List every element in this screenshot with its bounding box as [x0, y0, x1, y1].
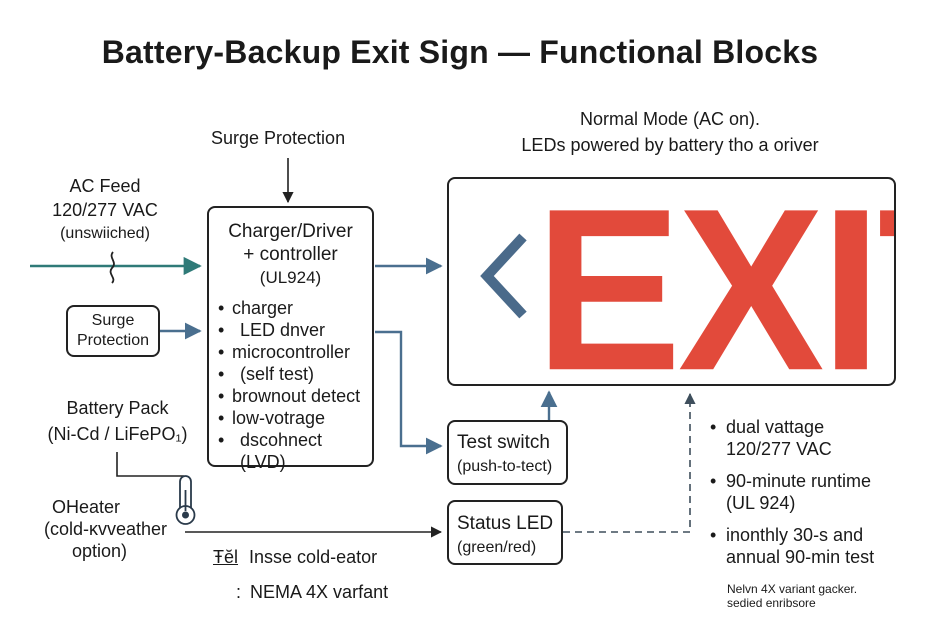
footnote: Nelvn 4X variant gacker. sedied enribsor…: [727, 582, 857, 610]
controller-feature-list: charger LED dnver microcontroller (self …: [218, 297, 372, 473]
insse-symbol: Ŧĕl: [213, 547, 239, 567]
test-switch-line-1: Test switch: [457, 432, 550, 453]
battery-line-2: (Ni-Cd / LiFePO₁): [47, 424, 188, 444]
ac-feed-line-1: AC Feed: [69, 176, 141, 196]
controller-feature: LED dnver: [218, 319, 372, 341]
ac-feed-line-3: (unswiiched): [60, 225, 150, 242]
normal-mode-line-1: Normal Mode (AC on).: [579, 109, 761, 129]
controller-feature: dscohnect (LVD): [218, 429, 372, 473]
spec-item: •dual vattage 120/277 VAC: [710, 416, 930, 460]
battery-line: [116, 452, 184, 477]
normal-mode-line-2: LEDs powered by battery tho a oriver: [521, 135, 819, 155]
heater-label: OHeater (cold-κvveather option): [44, 496, 184, 562]
surge-box-line-1: Surge: [91, 312, 135, 329]
controller-line-1: Charger/Driver: [228, 221, 353, 242]
spec-line-2: annual 90-min test: [726, 547, 875, 567]
heater-line-2: (cold-κvveather: [44, 519, 168, 539]
footnote-line-2: sedied enribsore: [727, 596, 816, 610]
status-led-box: Status LED (green/red): [447, 500, 563, 565]
controller-line-2: + controller: [243, 244, 338, 265]
footnote-line-1: Nelvn 4X variant gacker.: [727, 582, 858, 596]
test-switch-box[interactable]: Test switch (push-to-tect): [447, 420, 568, 485]
spec-line-2: 120/277 VAC: [726, 439, 832, 459]
controller-box: Charger/Driver + controller (UL924) char…: [207, 206, 374, 472]
controller-feature: microcontroller: [218, 341, 372, 363]
spec-line-1: dual vattage: [726, 417, 825, 437]
controller-feature: (self test): [218, 363, 372, 385]
surge-box-line-2: Protection: [76, 332, 150, 349]
controller-line-3: (UL924): [259, 268, 322, 287]
spec-line-1: 90-minute runtime: [726, 471, 872, 491]
status-led-line-1: Status LED: [457, 513, 554, 534]
controller-feature: low-votrage: [218, 407, 372, 429]
battery-pack-label: Battery Pack (Ni-Cd / LiFePO₁): [40, 397, 195, 445]
nema-note: : NEMA 4X varfant: [236, 581, 388, 603]
nema-text: NEMA 4X varfant: [250, 582, 389, 602]
heater-line-3: option): [72, 541, 128, 561]
controller-to-test-arrow: [375, 330, 443, 455]
status-led-line-2: (green/red): [457, 539, 537, 556]
test-switch-line-2: (push-to-tect): [457, 458, 553, 475]
ac-feed-break-mark: [109, 251, 115, 284]
status-to-exit-dashed: [563, 392, 696, 533]
ac-feed-label: AC Feed 120/277 VAC (unswiiched): [30, 175, 180, 245]
surge-protection-box: Surge Protection: [66, 305, 160, 357]
spec-item: •inonthly 30-s and annual 90-min test: [710, 524, 930, 568]
spec-line-1: inonthly 30-s and: [726, 525, 864, 545]
battery-line-1: Battery Pack: [66, 398, 169, 418]
surge-protection-label: Surge Protection: [211, 128, 346, 148]
controller-feature: charger: [218, 297, 372, 319]
spec-item: •90-minute runtime (UL 924): [710, 470, 930, 514]
heater-symbol: O: [52, 497, 67, 517]
insse-text: Insse cold-eator: [249, 547, 378, 567]
heater-line-1: Heater: [66, 497, 121, 517]
controller-feature: brownout detect: [218, 385, 372, 407]
spec-list: •dual vattage 120/277 VAC •90-minute run…: [710, 416, 930, 568]
page-title: Battery-Backup Exit Sign — Functional Bl…: [101, 34, 819, 70]
thermometer-icon: [175, 475, 196, 525]
normal-mode-label: Normal Mode (AC on). LEDs powered by bat…: [470, 108, 870, 156]
insse-note: Ŧĕl Insse cold-eator: [213, 546, 377, 568]
nema-symbol: :: [236, 582, 242, 602]
spec-line-2: (UL 924): [726, 493, 796, 513]
ac-feed-line-2: 120/277 VAC: [52, 200, 158, 220]
exit-chevron-icon: [479, 231, 529, 326]
